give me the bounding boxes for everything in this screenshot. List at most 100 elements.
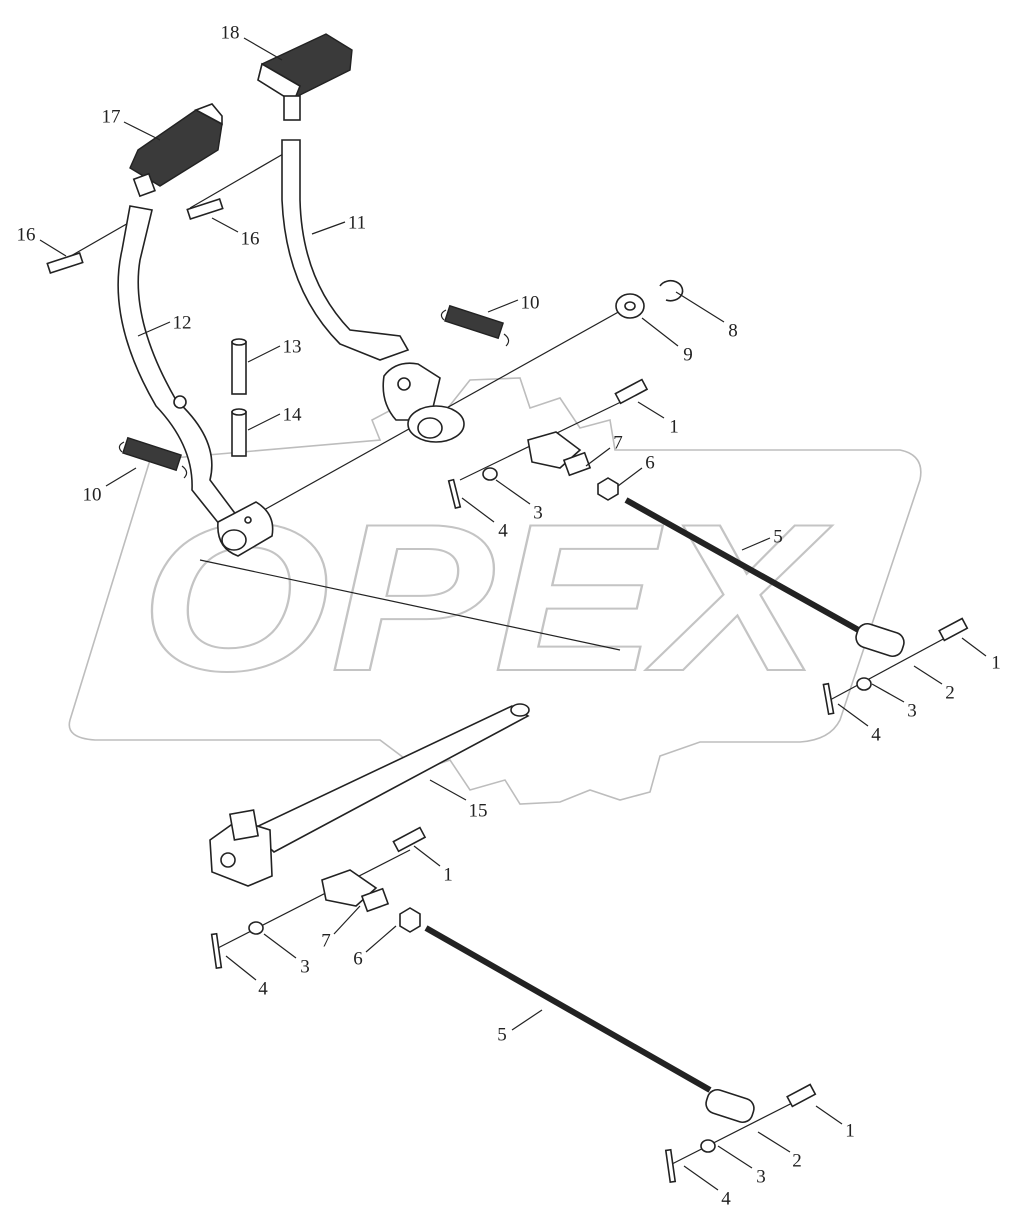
- pedal-hub-11: [382, 362, 465, 443]
- watermark-gear-outline: [68, 377, 922, 805]
- cross-shaft-15-hole: [220, 852, 236, 868]
- callout-leader-c6a: [617, 467, 643, 487]
- cross-shaft-15-tab: [228, 809, 260, 841]
- callout-leader-c1d: [815, 1105, 843, 1125]
- callout-leader-c3b: [871, 683, 905, 703]
- spring-10-upper-hooks: [440, 309, 510, 347]
- clevis-pin-1c: [392, 826, 427, 853]
- callout-leader-c4d: [683, 1165, 719, 1191]
- spring-10-lower: [118, 436, 188, 479]
- callout-label-c1c: 1: [443, 864, 453, 885]
- callout-leader-c13: [247, 345, 281, 363]
- callout-label-c17: 17: [102, 106, 121, 127]
- pedal-17: [129, 103, 223, 198]
- pedal-18-neck: [283, 95, 301, 121]
- pedal-hub-12-dot: [244, 516, 252, 524]
- nut-7a-sleeve: [562, 451, 592, 477]
- clevis-pin-1b: [938, 617, 969, 642]
- callout-leader-c6b: [365, 925, 397, 953]
- cross-shaft-15-tube: [248, 705, 530, 853]
- washer-3c: [248, 921, 264, 935]
- callout-leader-c12: [137, 321, 171, 337]
- callout-label-c7b: 7: [321, 930, 331, 951]
- arm-12-boss: [173, 395, 187, 409]
- callout-leader-c3c: [263, 933, 297, 959]
- callout-label-c4d: 4: [721, 1188, 731, 1209]
- callout-label-c6a: 6: [645, 452, 655, 473]
- lower-guide-line: [199, 559, 621, 651]
- spring-10-upper: [440, 304, 510, 347]
- rod-5b: [424, 925, 712, 1093]
- callout-leader-c4b: [837, 703, 869, 727]
- cotter-pin-4b: [822, 682, 835, 716]
- clevis-2a: [855, 622, 905, 658]
- pedal-hub-12-bore: [221, 529, 247, 551]
- pedal-arm-11: [281, 139, 410, 361]
- callout-label-c1a: 1: [669, 416, 679, 437]
- callout-leader-c11: [311, 221, 346, 235]
- pedal-hub-11-bore: [417, 417, 443, 439]
- callout-label-c6b: 6: [353, 948, 363, 969]
- sleeve-14: [231, 411, 247, 457]
- pin-16-left: [46, 251, 84, 275]
- pedal-17-pad: [129, 109, 223, 187]
- callout-leader-c5b: [511, 1009, 543, 1031]
- callout-leader-c2a: [913, 665, 943, 685]
- callout-leader-c3d: [717, 1145, 753, 1169]
- callout-leader-c4c: [225, 955, 257, 981]
- callout-label-c16b: 16: [241, 228, 260, 249]
- cotter-pin-4a: [447, 478, 462, 510]
- callout-leader-c3a: [495, 479, 531, 505]
- washer-3b: [856, 677, 872, 691]
- callout-leader-c5a: [741, 537, 771, 551]
- retaining-ring-8: [659, 279, 684, 302]
- cotter-pin-4c: [210, 932, 223, 970]
- pin-16-right: [186, 197, 224, 221]
- callout-label-c3a: 3: [533, 502, 543, 523]
- washer-3a: [482, 467, 498, 481]
- nut-6b: [399, 907, 421, 933]
- callout-leader-c9: [641, 317, 679, 347]
- spring-10-lower-coil: [122, 436, 182, 472]
- pedal-pin-line: [189, 149, 291, 209]
- pedal-hub-11-arm: [382, 362, 441, 421]
- pin-line-bottom: [671, 1093, 811, 1165]
- clevis-2b: [705, 1088, 755, 1124]
- callout-leader-c15: [429, 779, 467, 801]
- rod-5a: [624, 497, 864, 635]
- pedal-18: [257, 33, 353, 121]
- pedal-17-neck: [132, 172, 156, 198]
- callout-leader-c2b: [757, 1131, 791, 1153]
- callout-leader-c18: [243, 37, 283, 61]
- callout-leader-c7a: [585, 447, 611, 467]
- callout-leader-c14: [247, 413, 281, 431]
- spring-10-lower-hooks: [118, 441, 188, 479]
- callout-label-c5b: 5: [497, 1024, 507, 1045]
- cotter-pin-4d: [664, 1148, 677, 1184]
- callout-label-c10b: 10: [83, 484, 102, 505]
- lower-linkage: [210, 826, 817, 1184]
- callout-leader-c4a: [461, 497, 495, 523]
- callout-leader-c10b: [105, 467, 137, 487]
- callout-label-c7a: 7: [613, 432, 623, 453]
- pedal-18-pad: [257, 33, 353, 101]
- callout-label-c13: 13: [283, 336, 302, 357]
- callout-leader-c1a: [637, 401, 665, 419]
- callout-label-c8: 8: [728, 320, 738, 341]
- cross-shaft-15: [209, 703, 530, 887]
- washer-9-hole: [624, 301, 636, 311]
- callout-label-c12: 12: [173, 312, 192, 333]
- pedal-hub-12: [217, 501, 274, 557]
- nut-7b-sleeve: [360, 887, 390, 913]
- sleeve-13-top: [231, 338, 247, 346]
- callout-leader-c1b: [961, 637, 987, 657]
- clevis-pin-1d: [786, 1083, 817, 1108]
- callout-label-c4c: 4: [258, 978, 268, 999]
- callout-label-c2a: 2: [945, 682, 955, 703]
- spring-10-upper-coil: [444, 304, 504, 340]
- callout-label-c3d: 3: [756, 1166, 766, 1187]
- callout-leader-c8: [675, 291, 725, 323]
- cross-shaft-15-end: [510, 703, 530, 717]
